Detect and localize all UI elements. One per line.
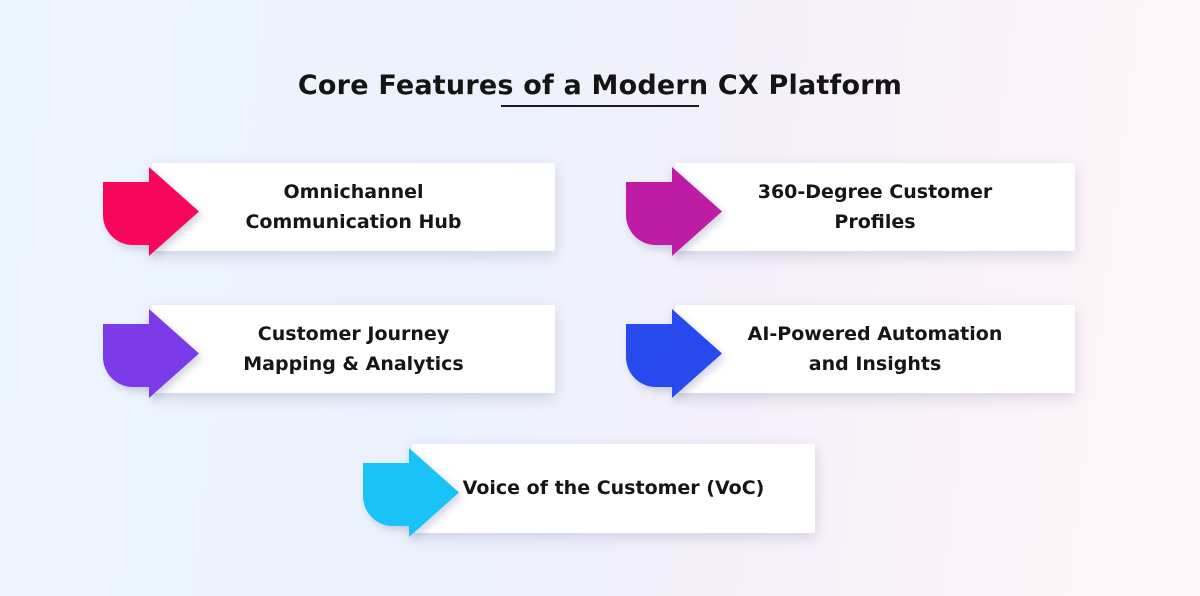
feature-label: Voice of the Customer (VoC): [462, 477, 765, 500]
title-underline: [501, 105, 699, 107]
feature-card-customer-journey-mapping-analytics: Customer Journey Mapping & Analytics: [152, 305, 555, 393]
right-arrow-shape: [363, 448, 459, 537]
right-arrow-shape: [103, 309, 199, 398]
feature-card-ai-powered-automation-insights: AI-Powered Automation and Insights: [675, 305, 1075, 393]
feature-label: Customer Journey Mapping & Analytics: [243, 322, 464, 375]
right-arrow-icon: [103, 309, 199, 398]
page-title: Core Features of a Modern CX Platform: [297, 70, 903, 102]
right-arrow-icon: [626, 167, 722, 256]
feature-label: 360-Degree Customer Profiles: [757, 180, 993, 233]
right-arrow-icon: [363, 448, 459, 537]
feature-card-omnichannel-communication-hub: Omnichannel Communication Hub: [152, 163, 555, 251]
right-arrow-shape: [626, 309, 722, 398]
right-arrow-icon: [103, 167, 199, 256]
right-arrow-shape: [626, 167, 722, 256]
feature-label: AI-Powered Automation and Insights: [747, 322, 1003, 375]
feature-label: Omnichannel Communication Hub: [245, 180, 462, 233]
feature-card-voice-of-the-customer: Voice of the Customer (VoC): [412, 444, 815, 533]
right-arrow-icon: [626, 309, 722, 398]
feature-card-360-degree-customer-profiles: 360-Degree Customer Profiles: [675, 163, 1075, 251]
right-arrow-shape: [103, 167, 199, 256]
